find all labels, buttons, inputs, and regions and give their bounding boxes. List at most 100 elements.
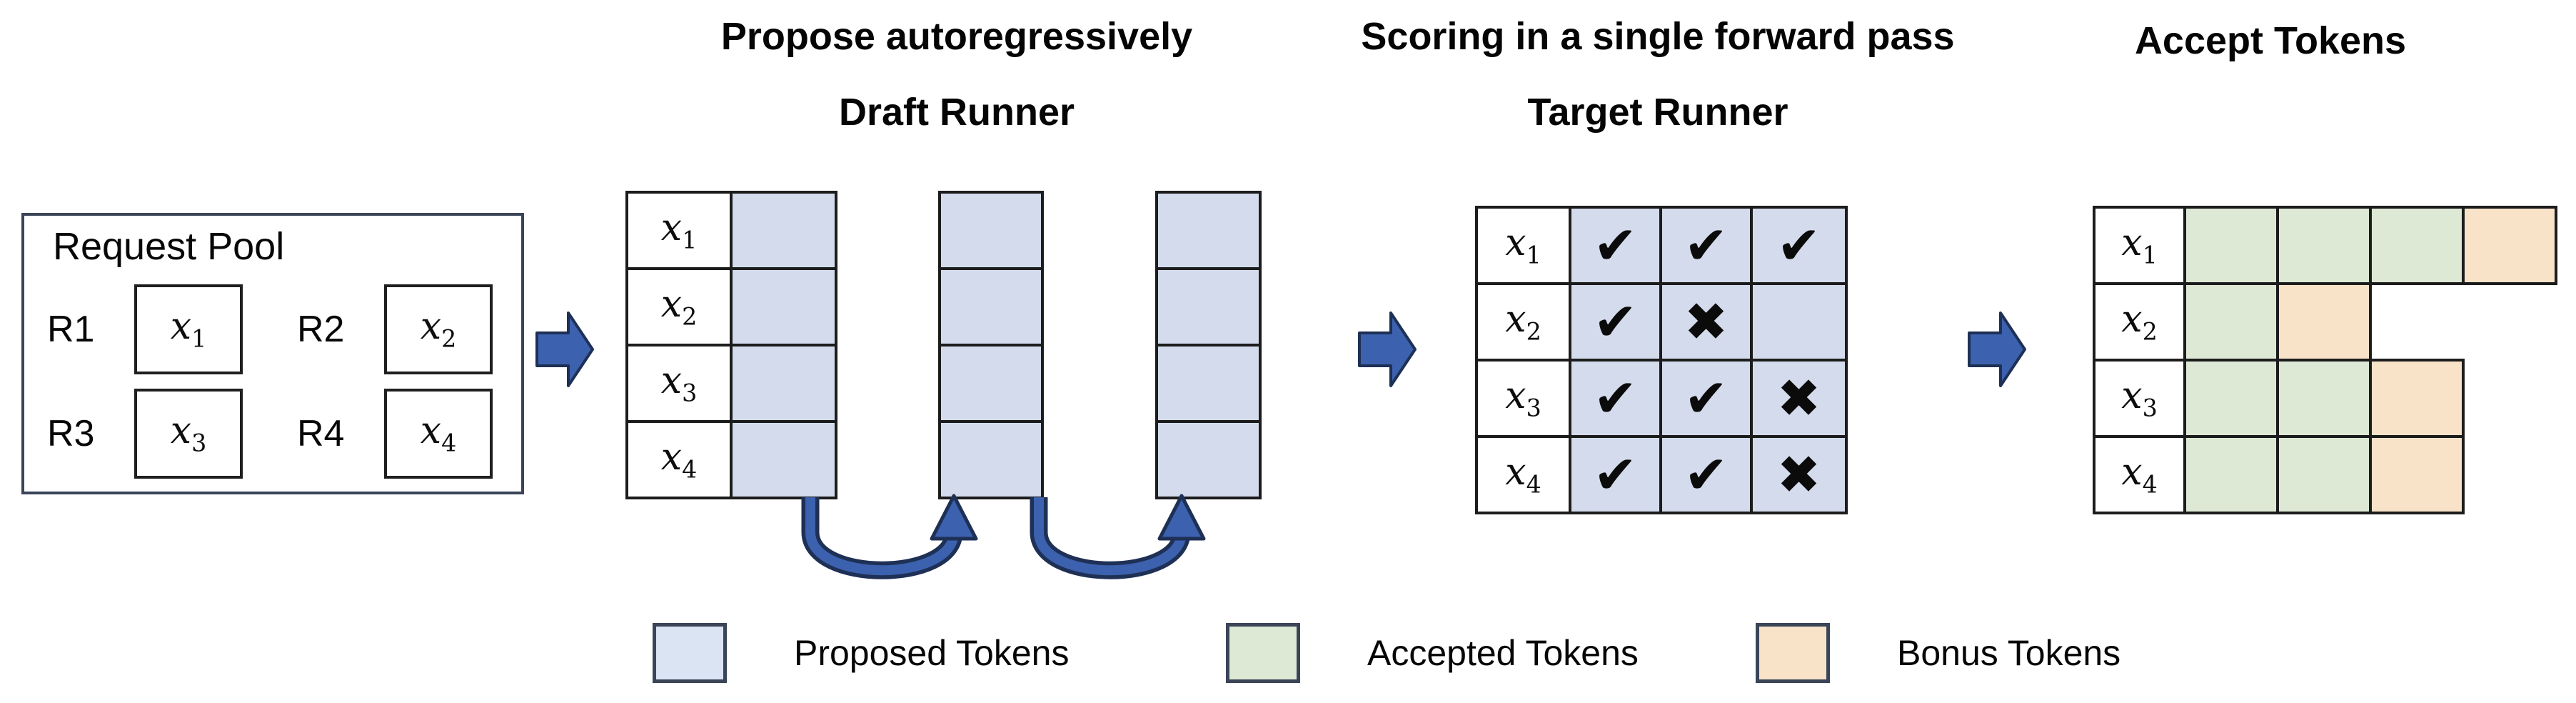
check-mark-icon: ✔ [1776,214,1821,276]
score-check-cell: ✔ [1571,209,1659,282]
request-item-R2: R2 x2 [297,284,493,374]
bonus-token-cell [2276,282,2372,362]
accept-row: x4 [2093,435,2465,514]
request-item-R3: R3 x3 [47,389,243,479]
score-check-cell: ✔ [1571,285,1659,359]
request-pool-title: Request Pool [53,225,285,268]
token-label: x4 [2121,450,2158,499]
draft-row-label-cell: x3 [628,346,730,420]
request-token-box: x1 [134,284,243,374]
score-empty-cell [1753,285,1845,359]
flow-arrow-icon [1968,311,2026,387]
accept-row: x1 [2093,206,2557,285]
proposed-token-cell [1158,270,1259,344]
loop-arrowhead-icon [930,494,978,541]
token-label: x3 [1505,374,1541,422]
accepted-token-cell [2183,282,2279,362]
legend-item-bonus: Bonus Tokens [1756,623,2120,683]
token-label: x1 [1505,221,1541,269]
token-label: x4 [420,409,457,457]
target-row-label-cell: x2 [1478,285,1569,359]
accept-row: x3 [2093,359,2465,438]
accept-row-label-cell: x4 [2093,435,2186,514]
score-check-cell: ✔ [1753,209,1845,282]
proposed-token-cell [941,346,1041,420]
legend-item-proposed: Proposed Tokens [653,623,1069,683]
accept-tokens-title: Accept Tokens [2134,19,2407,62]
target-row-label-cell: x4 [1478,438,1569,512]
token-label: x2 [660,282,698,331]
request-id-label: R2 [297,309,345,350]
accepted-token-cell [2369,206,2465,285]
accepted-swatch-icon [1226,623,1300,683]
bonus-token-cell [2369,359,2465,438]
request-item-R1: R1 x1 [47,284,243,374]
proposed-token-cell [733,194,835,267]
accepted-token-cell [2276,359,2372,438]
token-label: x4 [660,435,698,484]
proposed-token-cell [733,423,835,497]
draft-grid-step1: x1 x2 x3 x4 [625,191,837,499]
proposed-token-cell [941,423,1041,497]
token-label: x3 [2121,374,2158,422]
request-token-box: x4 [384,389,493,479]
accept-row-label-cell: x3 [2093,359,2186,438]
token-label: x1 [2121,221,2158,269]
accepted-token-cell [2276,435,2372,514]
proposed-swatch-icon [653,623,727,683]
request-id-label: R3 [47,413,95,454]
accepted-token-cell [2183,206,2279,285]
target-scoring-grid: x1✔✔✔x2✔✖x3✔✔✖x4✔✔✖ [1475,206,1848,514]
request-id-label: R4 [297,413,345,454]
bonus-token-cell [2369,435,2465,514]
token-label: x3 [660,359,698,407]
scoring-title: Scoring in a single forward pass [1361,15,1955,58]
request-id-label: R1 [47,309,95,350]
proposed-token-cell [1158,423,1259,497]
legend-label: Accepted Tokens [1367,633,1639,673]
check-mark-icon: ✔ [1684,214,1729,276]
accepted-token-cell [2276,206,2372,285]
draft-row-label-cell: x1 [628,194,730,267]
proposed-token-cell [1158,194,1259,267]
accept-row-label-cell: x1 [2093,206,2186,285]
token-label: x4 [1505,450,1541,499]
draft-grid-step2 [938,191,1044,499]
request-item-R4: R4 x4 [297,389,493,479]
score-cross-cell: ✖ [1662,285,1750,359]
score-cross-cell: ✖ [1753,362,1845,435]
score-cross-cell: ✖ [1753,438,1845,512]
legend-item-accepted: Accepted Tokens [1226,623,1639,683]
bonus-token-cell [2462,206,2557,285]
propose-title: Propose autoregressively [720,15,1193,58]
score-check-cell: ✔ [1571,438,1659,512]
score-check-cell: ✔ [1662,362,1750,435]
legend-label: Bonus Tokens [1897,633,2121,673]
proposed-token-cell [1158,346,1259,420]
proposed-token-cell [941,194,1041,267]
check-mark-icon: ✔ [1684,444,1729,506]
loop-arrowhead-icon [1157,494,1206,541]
proposed-token-cell [733,270,835,344]
token-label: x2 [1505,297,1541,346]
request-token-box: x3 [134,389,243,479]
accept-row-label-cell: x2 [2093,282,2186,362]
token-label: x2 [2121,297,2158,346]
request-token-box: x2 [384,284,493,374]
proposed-token-cell [733,346,835,420]
cross-mark-icon: ✖ [1776,444,1821,506]
accepted-token-cell [2183,435,2279,514]
check-mark-icon: ✔ [1593,291,1638,353]
draft-row-label-cell: x4 [628,423,730,497]
target-runner-title: Target Runner [1527,91,1788,134]
token-label: x3 [170,409,207,457]
proposed-token-cell [941,270,1041,344]
accepted-token-cell [2183,359,2279,438]
legend-label: Proposed Tokens [794,633,1070,673]
score-check-cell: ✔ [1571,362,1659,435]
draft-runner-title: Draft Runner [838,91,1075,134]
check-mark-icon: ✔ [1593,444,1638,506]
draft-grid-step3 [1155,191,1262,499]
cross-mark-icon: ✖ [1684,291,1729,353]
